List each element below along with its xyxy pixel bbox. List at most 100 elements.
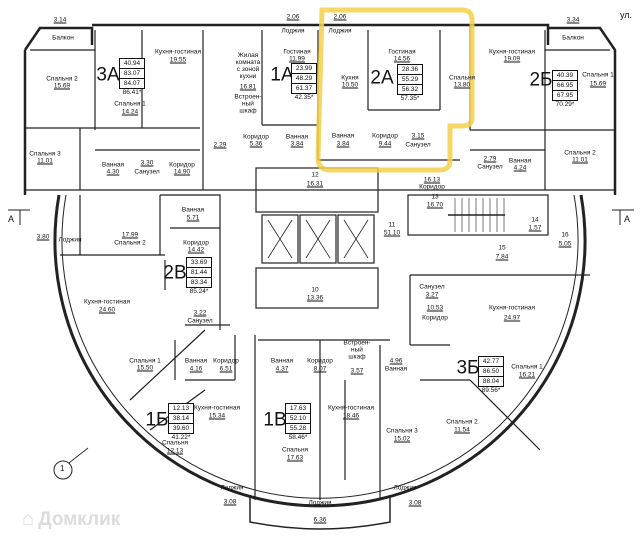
room-name: Ванная [384,365,408,373]
room-name: Спальня [448,74,476,82]
room-name: Ванная [181,206,205,214]
room-name: Спальня 3 [29,150,61,158]
room-area: 3.84 [336,140,350,148]
section-marker-left: А [8,214,15,224]
room-name: Балкон [562,34,584,42]
room-area: 16.13 [423,176,441,184]
room-name: Спальня 2 [46,75,78,83]
room-area: 3.08 [408,499,422,507]
room-area: 15.69 [53,82,71,90]
house-logo-icon: ⌂ [22,508,35,530]
room-name: Лоджия [220,484,244,492]
room-area: 4.24 [513,164,527,172]
street-label: ул. [620,10,633,20]
apartment-area-cell: 84.07 [119,78,145,89]
room-name: Лоджия [308,499,332,507]
section-marker-right: А [624,214,631,224]
room-name: Кухня [341,74,359,82]
room-area: 3.84 [290,140,304,148]
room-area: 16.70 [426,201,444,209]
room-area: 11.54 [454,426,470,434]
room-area: 15.02 [393,435,411,443]
room-name: Лоджия [281,27,305,35]
room-area: 19.09 [503,55,521,63]
apartment-total-area: 42.35* [294,94,314,101]
room-name: Кухня-гостиная [84,298,130,306]
room-name: Кухня-гостиная [194,404,240,412]
room-name: Спальня 1 [511,363,543,371]
room-name: Коридор [183,239,209,247]
rotunda-wall [53,194,587,508]
room-area: 17.99 [121,231,139,239]
room-area: 24.97 [503,314,521,322]
room-name: Коридор [213,357,239,365]
room-area: 15.34 [208,412,226,420]
hall-12 [255,167,379,213]
room-name: Лоджия [328,27,352,35]
room-name: Ванная [331,132,355,140]
room-area: 4.37 [275,365,289,373]
room-name: 10 [311,286,319,294]
room-area: 8.07 [313,365,327,373]
apartment-code: 1Б [145,409,169,431]
room-area: 7.84 [495,253,509,261]
room-area: 13.36 [306,294,324,302]
room-name: Коридор [307,357,333,365]
room-name: Спальня 1 [114,100,146,108]
room-area: 3.27 [425,291,439,299]
apartment-area-cell: 56.32 [397,84,423,95]
room-area: 14.42 [187,246,205,254]
watermark: ⌂ Домклик [22,508,120,531]
room-name: 13 [431,193,439,201]
room-name: 16 [561,231,569,239]
room-area: 15.50 [136,364,154,372]
room-name: Лоджия [58,236,82,244]
room-name: Санузел [419,283,445,291]
room-area: 16.81 [239,83,257,91]
room-name: Ванная [508,157,532,165]
apartment-total-area: 58.46* [288,434,308,441]
room-name: Гостиная [283,48,311,56]
apartment-code: 2В [163,262,187,284]
apartment-area-cell: 67.95 [552,90,578,101]
room-name: Санузел [187,317,213,325]
room-area: 3.34 [566,16,580,24]
room-area: 11.01 [37,157,53,165]
room-area: 9.44 [378,140,392,148]
room-area: 15.69 [589,80,607,88]
room-name: 15 [498,244,506,252]
room-name: Кухня-гостиная [489,304,535,312]
room-name: Ванная [101,161,125,169]
elevator [337,214,375,264]
room-area: 3.57 [350,367,364,375]
apartment-code: 1А [270,64,294,86]
room-area: 19.55 [169,56,187,64]
apartment-total-area: 41.22* [171,434,191,441]
room-area: 16.31 [306,180,324,188]
room-name: Ванная [184,357,208,365]
room-area: 14.90 [173,168,191,176]
room-area: 13.80 [453,81,471,89]
bottom-loggia [249,495,391,530]
room-name: Спальня 1 [129,357,161,365]
room-area: 4.30 [106,168,120,176]
room-name: Ванная [270,357,294,365]
room-name: Коридор [243,133,269,141]
stair-13 [407,194,549,236]
room-area: 2.06 [286,13,300,21]
room-area: 3.80 [36,233,50,241]
apartment-total-area: 89.56* [481,387,501,394]
elevator [299,214,337,264]
room-name: Гостиная [388,48,416,56]
room-area: 4.16 [189,365,203,373]
apartment-area-cell: 83.34 [186,277,212,288]
outer-wall [23,23,617,195]
elevator [261,214,299,264]
room-name: 12 [311,171,319,179]
